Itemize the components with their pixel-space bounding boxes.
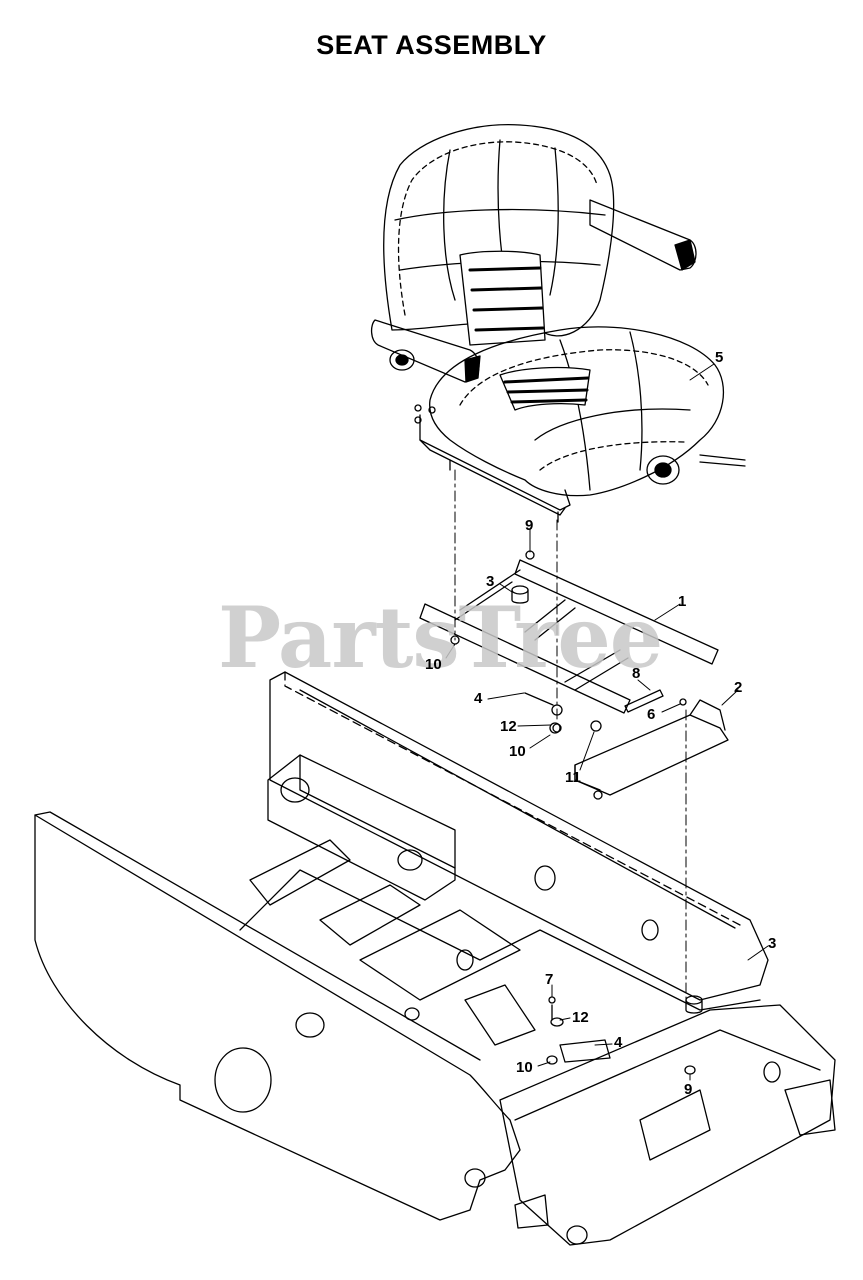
callout-3-lower: 3 xyxy=(768,935,777,952)
callout-4-upper: 4 xyxy=(474,690,483,707)
callout-10-upper: 10 xyxy=(425,656,442,673)
callout-12-upper: 12 xyxy=(500,718,517,735)
callout-9-upper: 9 xyxy=(525,517,534,534)
callout-3-upper: 3 xyxy=(486,573,495,590)
callout-6: 6 xyxy=(647,706,656,723)
callout-10-lower: 10 xyxy=(516,1059,533,1076)
leader-lines xyxy=(445,363,769,1081)
seat-illustration xyxy=(370,124,746,523)
callout-9-lower: 9 xyxy=(684,1081,693,1098)
callout-4-lower: 4 xyxy=(614,1034,623,1051)
seat-bracket xyxy=(524,689,729,800)
callout-10-middle: 10 xyxy=(509,743,526,760)
seat-mount-frame xyxy=(419,550,719,733)
callout-12-lower: 12 xyxy=(572,1009,589,1026)
page-title: SEAT ASSEMBLY xyxy=(316,30,547,60)
watermark: PartsTree xyxy=(218,588,663,687)
callout-1: 1 xyxy=(678,593,687,610)
callout-8: 8 xyxy=(632,665,641,682)
callout-2: 2 xyxy=(734,679,743,696)
callout-5: 5 xyxy=(715,349,724,366)
callout-11: 11 xyxy=(565,769,581,786)
chassis-frame xyxy=(34,671,836,1246)
callout-7: 7 xyxy=(545,971,554,988)
